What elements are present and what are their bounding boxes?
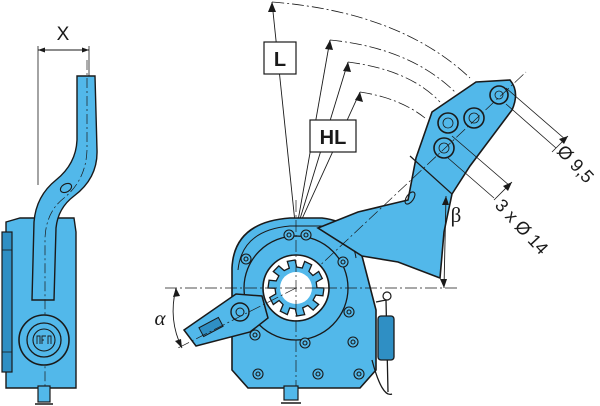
side-arm-hole [59, 182, 73, 194]
alpha-arc [172, 287, 183, 349]
l-label-box [263, 41, 297, 75]
hole-2-icon [437, 112, 459, 134]
side-view: X [1, 24, 98, 405]
l-label: L [274, 49, 286, 71]
x-arrow-left [38, 47, 45, 53]
control-arm-bolt [230, 302, 250, 322]
hole-3-icon [433, 137, 455, 159]
lever-holes [433, 85, 509, 159]
hl-label: HL [320, 127, 347, 149]
housing-bolts [240, 229, 365, 380]
alpha-label: α [154, 306, 166, 330]
clip-body [377, 315, 395, 361]
side-bottom-stud [37, 385, 51, 403]
beta-label: β [451, 203, 462, 227]
hole-1-icon [463, 107, 485, 129]
hole-small-icon [489, 85, 509, 105]
dia-small-label: Ø 9,5 [553, 141, 598, 187]
beta-line [443, 195, 447, 289]
radius-lines [271, 1, 361, 233]
dia-holes-label: 3 x Ø 14 [491, 195, 552, 258]
hl-label-box [309, 119, 357, 153]
side-logo-icon [32, 328, 56, 352]
side-arm [31, 75, 98, 301]
x-arrow-right [82, 47, 89, 53]
side-flange [1, 231, 13, 373]
lever-arm [316, 79, 517, 280]
front-view: α β Ø 9,5 3 x Ø 14 L HL [154, 1, 598, 404]
front-bottom-stud [283, 385, 299, 401]
x-label: X [57, 24, 70, 45]
lever-arcs [271, 1, 471, 119]
lever-slot [404, 191, 416, 205]
